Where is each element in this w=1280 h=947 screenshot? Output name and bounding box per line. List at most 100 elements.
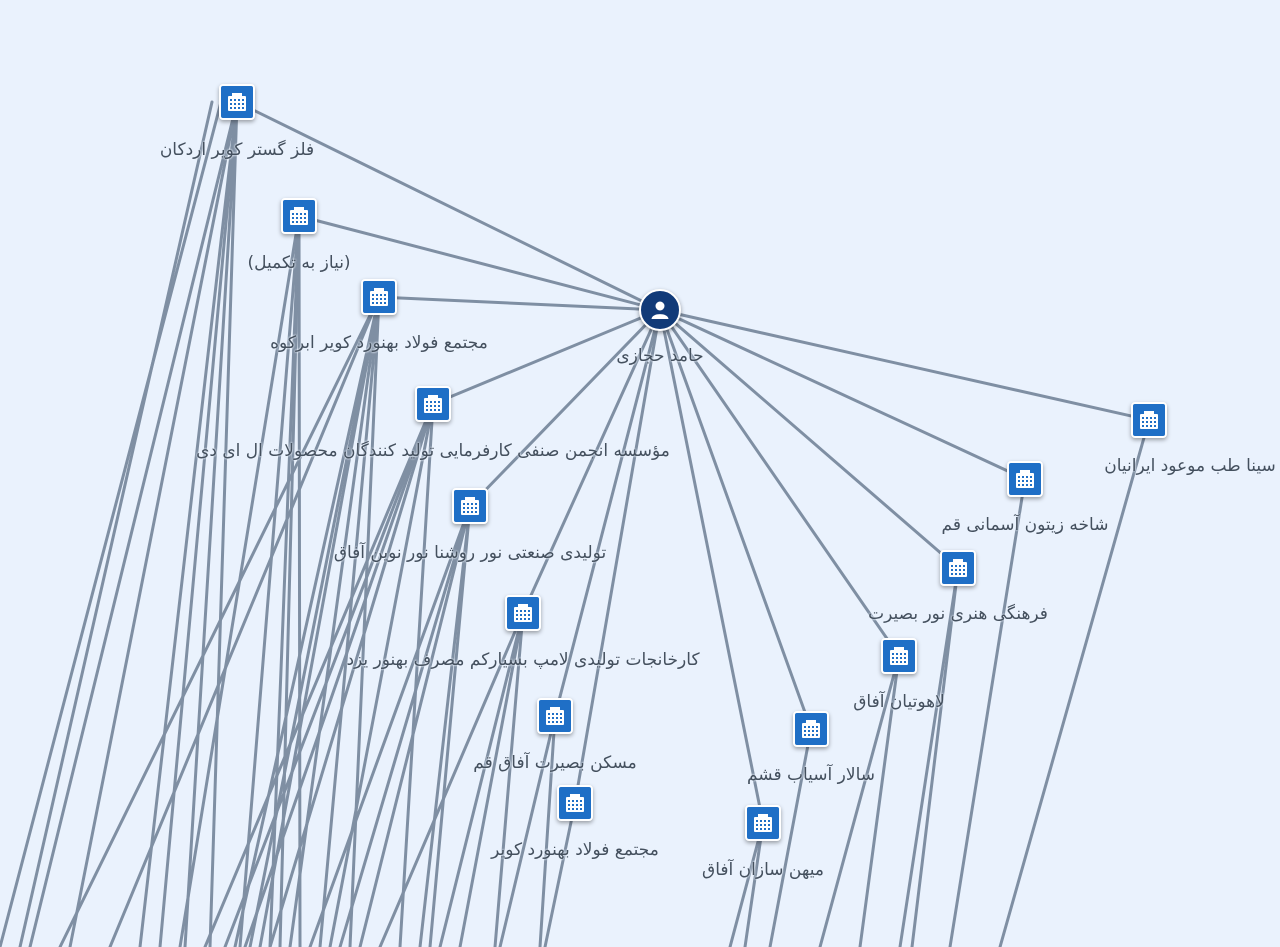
- edge-offscreen: [233, 295, 381, 947]
- edge-offscreen: [358, 504, 472, 947]
- edge-offscreen: [428, 504, 472, 947]
- company-node-label: لاهوتیان آفاق: [853, 692, 945, 712]
- edge-person-company: [658, 308, 1027, 481]
- company-node-label: شاخه زیتون آسمانی قم: [941, 515, 1109, 535]
- edge-offscreen: [238, 214, 301, 947]
- edge-offscreen: [998, 418, 1151, 947]
- edge-offscreen: [348, 295, 381, 947]
- edge-offscreen: [248, 295, 381, 947]
- company-node-label: مؤسسه انجمن صنفی کارفرمایی تولید کنندگان…: [196, 441, 670, 461]
- edge-offscreen: [243, 402, 435, 947]
- edge-person-company: [468, 308, 662, 508]
- edge-offscreen: [338, 504, 472, 947]
- building-icon: [745, 805, 781, 841]
- building-icon: [1131, 402, 1167, 438]
- building-icon: [219, 84, 255, 120]
- edge-person-company: [377, 295, 662, 312]
- edge-person-company: [658, 308, 1151, 422]
- edge-offscreen: [258, 295, 381, 947]
- company-node-label: کارخانجات تولیدی لامپ بسیارکم مصرف بهنور…: [346, 650, 700, 670]
- edge-offscreen: [28, 100, 239, 947]
- company-node-label: مجتمع فولاد بهنورد کویر ابرکوه: [270, 333, 488, 353]
- edge-offscreen: [818, 654, 901, 947]
- company-node-label: تولیدی صنعتی نور روشنا نور نوین آفاق: [333, 543, 607, 563]
- building-icon: [537, 698, 573, 734]
- edge-offscreen: [268, 402, 435, 947]
- company-node[interactable]: [940, 550, 976, 586]
- edge-offscreen: [543, 801, 577, 947]
- building-icon: [415, 386, 451, 422]
- edge-offscreen: [398, 402, 435, 947]
- building-icon: [940, 550, 976, 586]
- edge-offscreen: [743, 821, 765, 947]
- building-icon: [1007, 461, 1043, 497]
- edge-person-company: [658, 308, 960, 570]
- edge-offscreen: [158, 100, 239, 947]
- edge-person-company: [658, 308, 765, 825]
- edge-offscreen: [183, 100, 239, 947]
- edge-offscreen: [297, 214, 302, 947]
- edge-offscreen: [910, 566, 960, 947]
- edge-offscreen: [203, 402, 435, 947]
- company-node[interactable]: [452, 488, 488, 524]
- company-node[interactable]: [1131, 402, 1167, 438]
- company-node[interactable]: [881, 638, 917, 674]
- company-node[interactable]: [361, 279, 397, 315]
- company-node-label: سینا طب موعود ایرانیان: [1104, 456, 1276, 476]
- person-node[interactable]: [639, 289, 681, 331]
- building-icon: [557, 785, 593, 821]
- edge-offscreen: [458, 611, 525, 947]
- edge-person-company: [573, 308, 662, 805]
- building-icon: [505, 595, 541, 631]
- edge-offscreen: [108, 295, 381, 947]
- edge-offscreen: [18, 100, 214, 947]
- company-node-label: (نیاز به تکمیل): [247, 253, 351, 273]
- edge-offscreen: [858, 654, 901, 947]
- edge-offscreen: [493, 611, 525, 947]
- edge-offscreen: [223, 402, 435, 947]
- edge-person-company: [235, 100, 662, 312]
- company-node-label: سالار آسیاب قشم: [746, 765, 876, 785]
- edge-offscreen: [538, 714, 557, 947]
- edge-offscreen: [948, 477, 1027, 947]
- company-node-label: مجتمع فولاد بهنورد کویر: [491, 840, 659, 860]
- edge-person-company: [658, 308, 813, 731]
- edge-person-company: [553, 308, 662, 718]
- edge-person-company: [521, 308, 662, 615]
- edge-offscreen: [138, 100, 239, 947]
- edge-offscreen: [898, 566, 960, 947]
- edge-person-company: [297, 214, 662, 312]
- person-node-label: حامد حجازی: [616, 346, 704, 366]
- building-icon: [281, 198, 317, 234]
- building-icon: [881, 638, 917, 674]
- company-node-label: فلز گستر کویر اردکان: [159, 140, 315, 160]
- company-node[interactable]: [745, 805, 781, 841]
- company-node[interactable]: [1007, 461, 1043, 497]
- building-icon: [452, 488, 488, 524]
- edge-person-company: [431, 308, 662, 406]
- edge-offscreen: [728, 821, 765, 947]
- edge-offscreen: [308, 504, 472, 947]
- edge-offscreen: [418, 504, 472, 947]
- company-node[interactable]: [281, 198, 317, 234]
- edge-offscreen: [58, 295, 381, 947]
- company-node[interactable]: [537, 698, 573, 734]
- company-node[interactable]: [505, 595, 541, 631]
- user-icon: [639, 289, 681, 331]
- edge-person-company: [658, 308, 901, 658]
- company-node[interactable]: [219, 84, 255, 120]
- building-icon: [793, 711, 829, 747]
- edge-offscreen: [498, 714, 557, 947]
- company-node[interactable]: [793, 711, 829, 747]
- edge-offscreen: [68, 100, 239, 947]
- edge-offscreen: [328, 402, 435, 947]
- company-node-label: میهن سازان آفاق: [702, 860, 824, 880]
- building-icon: [361, 279, 397, 315]
- company-node[interactable]: [557, 785, 593, 821]
- company-node[interactable]: [415, 386, 451, 422]
- company-node-label: فرهنگی هنری نور بصیرت: [868, 604, 1048, 624]
- edge-offscreen: [0, 100, 223, 947]
- company-node-label: مسکن بصیرت آفاق قم: [473, 753, 637, 773]
